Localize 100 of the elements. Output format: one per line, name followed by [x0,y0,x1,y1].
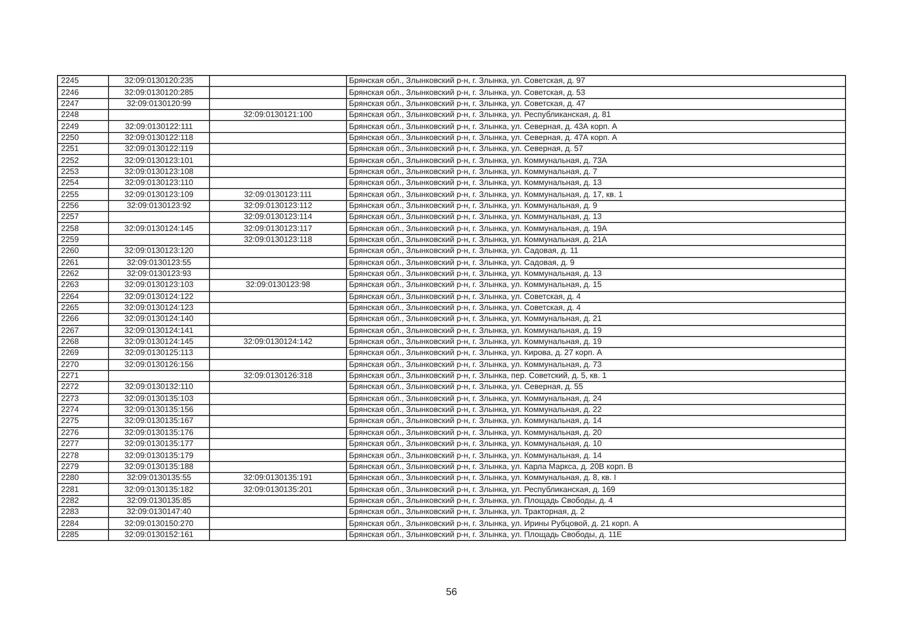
table-cell: 2260 [58,246,108,256]
table-cell: 2268 [58,336,108,348]
table-cell: 2263 [58,280,108,291]
table-cell: Брянская обл., Злынковский р-н, г. Злынка, ул. Коммунальная, д. 21А [347,234,845,246]
table-cell: 32:09:0130135:103 [109,394,209,404]
table-cell: Брянская обл., Злынковский р-н, г. Злынка, ул. Коммунальная, д. 14 [347,450,845,461]
table-cell: 32:09:0130124:145 [109,223,209,234]
table-cell: 32:09:0130123:111 [210,189,346,200]
table-cell: 2248 [58,110,108,120]
table-cell: Брянская обл., Злынковский р-н, г. Злынка, ул. Коммунальная, д. 19 [347,326,845,336]
table-cell: 2284 [58,518,108,529]
table-cell: 32:09:0130123:108 [109,166,209,178]
table-cell: 2283 [58,507,108,518]
table-cell: Брянская обл., Злынковский р-н, г. Злынка, ул. Коммунальная, д. 73 [347,360,845,370]
table-cell: 32:09:0130135:182 [109,484,209,495]
table-cell: 32:09:0130135:167 [109,416,209,427]
table-cell: Брянская обл., Злынковский р-н, г. Злынка, ул. Советская, д. 4 [347,302,845,314]
table-cell: Брянская обл., Злынковский р-н, г. Злынка, ул. Коммунальная, д. 19А [347,223,845,234]
table-cell: 2269 [58,348,108,359]
table-cell: 32:09:0130123:98 [210,280,346,291]
table-cell: Брянская обл., Злынковский р-н, г. Злынка, ул. Коммунальная, д. 15 [347,280,845,291]
table-cell: 32:09:0130135:156 [109,404,209,416]
table-cell: Брянская обл., Злынковский р-н, г. Злынка, ул. Коммунальная, д. 13 [347,212,845,222]
table-cell: 2252 [58,155,108,166]
table-cell: 32:09:0130125:113 [109,348,209,359]
table-cell: Брянская обл., Злынковский р-н, г. Злынка, ул. Коммунальная, д. 21 [347,314,845,325]
table-cell: 32:09:0130150:270 [109,518,209,529]
table-cell: 32:09:0130120:99 [109,98,209,110]
table-cell: Брянская обл., Злынковский р-н, г. Злынка, ул. Северная, д. 57 [347,144,845,154]
table-cell: 2266 [58,314,108,325]
table-cell: 32:09:0130121:100 [210,110,346,120]
table-cell: 32:09:0130123:117 [210,223,346,234]
table-cell: 32:09:0130126:156 [109,360,209,370]
table-cell: Брянская обл., Злынковский р-н, г. Злынка, ул. Карла Маркса, д. 20В корп. В [347,462,845,472]
table-cell: 32:09:0130123:93 [109,268,209,280]
table-cell: 2276 [58,428,108,438]
table-cell: Брянская обл., Злынковский р-н, г. Злынка, ул. Северная, д. 43А корп. А [347,121,845,132]
table-cell: 2279 [58,462,108,472]
table-cell: 32:09:0130123:114 [210,212,346,222]
page-number: 56 [446,586,458,600]
table-cell: Брянская обл., Злынковский р-н, г. Злынка, ул. Садовая, д. 11 [347,246,845,256]
table-cell: 2259 [58,234,108,246]
table-cell: 2267 [58,326,108,336]
table-cell: 32:09:0130124:141 [109,326,209,336]
table-cell: Брянская обл., Злынковский р-н, г. Злынка, ул. Коммунальная, д. 20 [347,428,845,438]
table-cell: 2264 [58,292,108,302]
table-cell: 32:09:0130120:285 [109,87,209,98]
table-cell: 2249 [58,121,108,132]
table-cell: 2254 [58,178,108,188]
table-cell: 2251 [58,144,108,154]
table-cell: 2262 [58,268,108,280]
table-cell: Брянская обл., Злынковский р-н, г. Злынка, ул. Коммунальная, д. 7 [347,166,845,178]
table-cell: Брянская обл., Злынковский р-н, г. Злынка, ул. Кирова, д. 27 корп. А [347,348,845,359]
table-cell: 32:09:0130124:123 [109,302,209,314]
table-cell: 32:09:0130123:109 [109,189,209,200]
table-cell: Брянская обл., Злынковский р-н, г. Злынка, ул. Северная, д. 55 [347,382,845,393]
table-cell: 2255 [58,189,108,200]
table-cell: 2273 [58,394,108,404]
table-cell: Брянская обл., Злынковский р-н, г. Злынка, ул. Советская, д. 47 [347,98,845,110]
table-cell: Брянская обл., Злынковский р-н, г. Злынка, ул. Площадь Свободы, д. 4 [347,496,845,506]
table-cell: Брянская обл., Злынковский р-н, г. Злынка, ул. Коммунальная, д. 10 [347,439,845,450]
table-cell: Брянская обл., Злынковский р-н, г. Злынка, ул. Ирины Рубцовой, д. 21 корп. А [347,518,845,529]
table-cell: Брянская обл., Злынковский р-н, г. Злынка, ул. Коммунальная, д. 22 [347,404,845,416]
table-cell: 2246 [58,87,108,98]
table-cell: 32:09:0130124:142 [210,336,346,348]
table-cell: Брянская обл., Злынковский р-н, г. Злынка, ул. Садовая, д. 9 [347,258,845,268]
table-cell: 32:09:0130132:110 [109,382,209,393]
table-cell: Брянская обл., Злынковский р-н, г. Злынка, ул. Советская, д. 97 [347,76,845,86]
table-cell: 32:09:0130124:140 [109,314,209,325]
table-cell: Брянская обл., Злынковский р-н, г. Злынка, ул. Советская, д. 4 [347,292,845,302]
table-cell: 2265 [58,302,108,314]
table-cell: 32:09:0130123:110 [109,178,209,188]
table-cell: 32:09:0130123:120 [109,246,209,256]
table-cell: 32:09:0130123:118 [210,234,346,246]
table-cell: 32:09:0130152:161 [109,530,209,540]
table-cell: Брянская обл., Злынковский р-н, г. Злынка, ул. Площадь Свободы, д. 11Е [347,530,845,540]
table-cell: 2275 [58,416,108,427]
table-cell: 32:09:0130123:103 [109,280,209,291]
table-cell: Брянская обл., Злынковский р-н, г. Злынка, ул. Коммунальная, д. 8, кв. I [347,473,845,484]
table-cell: 2272 [58,382,108,393]
table-cell: 2274 [58,404,108,416]
table-cell: 2245 [58,76,108,86]
table-cell: 32:09:0130122:111 [109,121,209,132]
table-cell: 2282 [58,496,108,506]
table-cell: Брянская обл., Злынковский р-н, г. Злынка, ул. Коммунальная, д. 13 [347,268,845,280]
table-cell: Брянская обл., Злынковский р-н, г. Злынка, ул. Республиканская, д. 169 [347,484,845,495]
table-cell: Брянская обл., Злынковский р-н, г. Злынка, ул. Коммунальная, д. 17, кв. 1 [347,189,845,200]
table-cell: 32:09:0130135:188 [109,462,209,472]
table-cell: 2281 [58,484,108,495]
table-cell: 32:09:0130123:112 [210,200,346,212]
table-cell: 2258 [58,223,108,234]
table-cell: 2285 [58,530,108,540]
table-cell: Брянская обл., Злынковский р-н, г. Злынка, ул. Коммунальная, д. 24 [347,394,845,404]
table-cell: 2261 [58,258,108,268]
table-cell: 32:09:0130135:201 [210,484,346,495]
table-cell: 2253 [58,166,108,178]
table-cell: 2280 [58,473,108,484]
table-cell: Брянская обл., Злынковский р-н, г. Злынка, ул. Тракторная, д. 2 [347,507,845,518]
table-cell: 32:09:0130124:122 [109,292,209,302]
table-cell: Брянская обл., Злынковский р-н, г. Злынка, ул. Коммунальная, д. 9 [347,200,845,212]
